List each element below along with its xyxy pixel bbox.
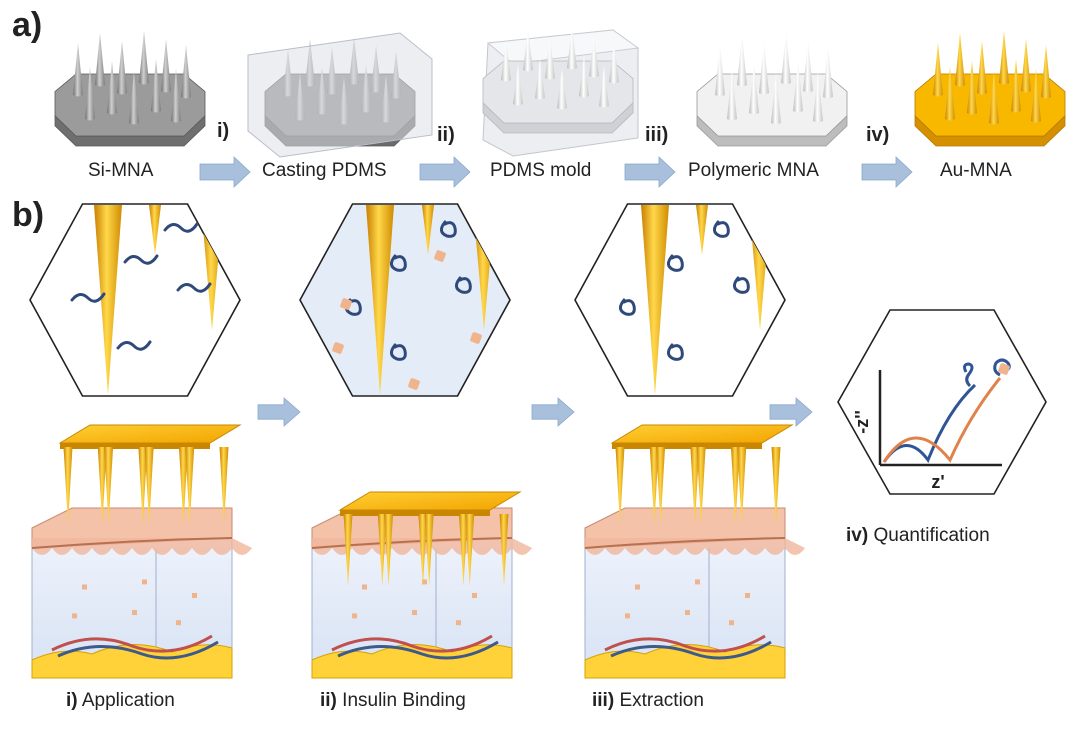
plot-y-label: -z'' xyxy=(852,410,872,434)
pdms-mold-illustration xyxy=(482,28,640,157)
step-caption-quantification: iv) Quantification xyxy=(846,525,990,547)
hexagon-insulin-binding xyxy=(299,203,511,397)
curve-bound xyxy=(882,377,1002,463)
step-caption-text: Quantification xyxy=(873,525,990,546)
flow-arrow-b-2 xyxy=(531,397,575,427)
step-caption-numeral: iii) xyxy=(592,690,615,711)
stage-label-au-mna: Au-MNA xyxy=(940,160,1012,181)
stage-label-pdms-mold: PDMS mold xyxy=(490,160,592,181)
step-caption-numeral: iv) xyxy=(846,525,869,546)
patch-application xyxy=(58,424,242,525)
step-caption-extraction: iii) Extraction xyxy=(592,690,704,712)
panel-a-label: a) xyxy=(12,6,43,44)
flow-arrow-a-2 xyxy=(419,156,471,188)
step-numeral-iii: iii) xyxy=(645,124,669,146)
step-caption-text: Insulin Binding xyxy=(342,690,466,711)
hexagon-quantification: -z'' z' xyxy=(837,309,1047,495)
stage-label-polymeric-mna: Polymeric MNA xyxy=(688,160,819,181)
flow-arrow-a-3 xyxy=(624,156,676,188)
panel-b-label: b) xyxy=(12,196,45,234)
step-caption-insulin-binding: ii) Insulin Binding xyxy=(320,690,466,712)
plot-x-label: z' xyxy=(931,472,944,492)
skin-extraction xyxy=(584,507,805,679)
flow-arrow-a-1 xyxy=(199,156,251,188)
au-mna-illustration xyxy=(914,31,1066,147)
patch-extraction xyxy=(610,424,794,525)
stage-label-casting-pdms: Casting PDMS xyxy=(262,160,387,181)
polymeric-mna-illustration xyxy=(696,33,848,147)
patch-insulin-binding xyxy=(338,491,522,586)
step-caption-text: Application xyxy=(81,690,175,711)
nyquist-plot: -z'' z' xyxy=(852,358,1011,492)
step-numeral-ii: ii) xyxy=(437,124,455,146)
si-mna-illustration xyxy=(54,31,206,147)
flow-arrow-b-1 xyxy=(257,397,301,427)
step-caption-text: Extraction xyxy=(619,690,704,711)
step-caption-numeral: i) xyxy=(66,690,78,711)
step-caption-application: i) Application xyxy=(66,690,175,712)
skin-application xyxy=(31,507,252,679)
stage-label-si-mna: Si-MNA xyxy=(88,160,154,181)
flow-arrow-b-3 xyxy=(769,397,813,427)
hexagon-application xyxy=(29,203,241,397)
step-caption-numeral: ii) xyxy=(320,690,337,711)
linker-glyph xyxy=(963,362,974,388)
step-numeral-i: i) xyxy=(217,120,230,142)
casting-pdms-illustration xyxy=(247,32,433,158)
step-numeral-iv: iv) xyxy=(866,124,890,146)
flow-arrow-a-4 xyxy=(861,156,913,188)
hexagon-extraction xyxy=(574,203,786,397)
curve-unbound xyxy=(882,383,977,464)
